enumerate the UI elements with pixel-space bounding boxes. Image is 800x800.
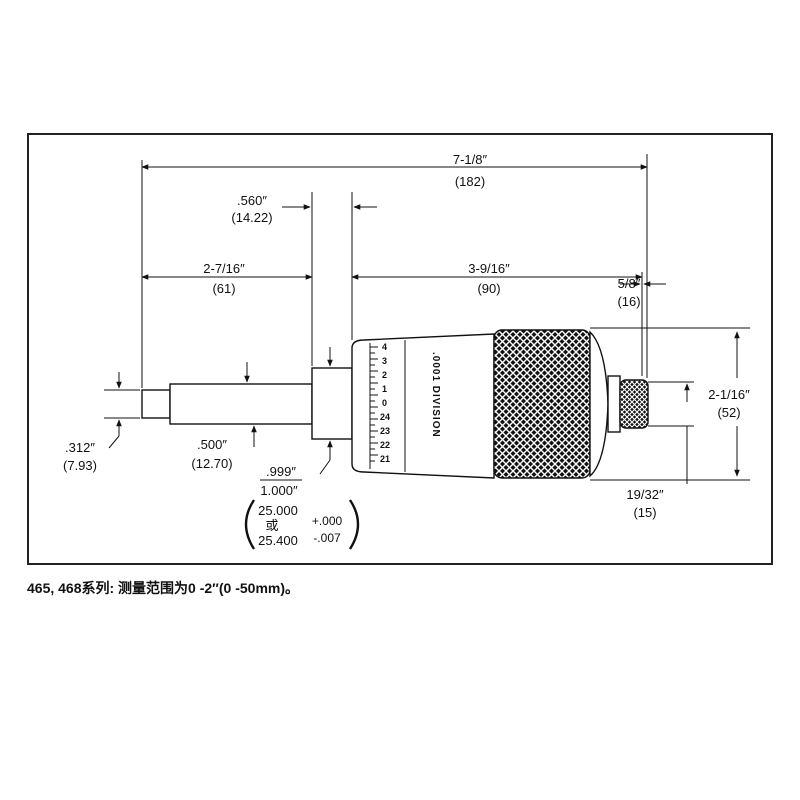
scale-label: 4: [382, 342, 387, 352]
extension-lines: [104, 154, 750, 481]
stem-mm-upper: 25.000: [258, 503, 298, 518]
thimble-length-in: 3-9/16″: [468, 261, 510, 276]
ratchet-length-mm: (16): [617, 294, 640, 309]
tolerance-minus: -.007: [313, 531, 341, 545]
knurled-thimble: [493, 329, 591, 479]
scale-label: 2: [382, 370, 387, 380]
division-label: .0001 DIVISION: [430, 352, 441, 438]
stem-tolerance: 25.000 或 25.400 +.000 -.007: [244, 499, 360, 550]
ratchet-diameter-mm: (15): [633, 505, 656, 520]
collar-width-in: .560″: [237, 193, 267, 208]
spindle-diameter-mm: (7.93): [63, 458, 97, 473]
ratchet-diameter-in: 19/32″: [626, 487, 664, 502]
micrometer-head-drawing: 4 3 2 1 0 24 23 22 21 .0001 DIVISION: [63, 152, 750, 550]
spindle-length-mm: (61): [212, 281, 235, 296]
stem-diameter-upper: .999″: [266, 464, 296, 479]
scale-label: 22: [380, 440, 390, 450]
barrel-diameter-in: .500″: [197, 437, 227, 452]
barrel-diameter-mm: (12.70): [191, 456, 232, 471]
stem-diameter-lower: 1.000″: [260, 483, 298, 498]
ratchet-length-in: 5/8″: [618, 276, 641, 291]
thimble-diameter-in: 2-1/16″: [708, 387, 750, 402]
scale-label: 1: [382, 384, 387, 394]
drawing-frame: 4 3 2 1 0 24 23 22 21 .0001 DIVISION: [27, 133, 773, 565]
thimble-scale: 4 3 2 1 0 24 23 22 21: [380, 342, 390, 464]
ratchet-knob: [619, 379, 649, 429]
thimble-length-mm: (90): [477, 281, 500, 296]
spindle-length-in: 2-7/16″: [203, 261, 245, 276]
scale-label: 23: [380, 426, 390, 436]
collar-width-mm: (14.22): [231, 210, 272, 225]
scale-label: 0: [382, 398, 387, 408]
micrometer-body: [141, 329, 649, 479]
thimble-cap: [589, 330, 609, 478]
scale-label: 3: [382, 356, 387, 366]
ratchet-neck: [607, 375, 621, 433]
mounting-stem: [311, 367, 353, 440]
dimension-labels: 7-1/8″ (182) .560″ (14.22) 2-7/16″ (61) …: [63, 152, 750, 520]
stem-mm-lower: 25.400: [258, 533, 298, 548]
overall-length-mm: (182): [455, 174, 485, 189]
barrel: [169, 383, 313, 425]
or-label: 或: [265, 518, 278, 533]
scale-label: 24: [380, 412, 390, 422]
thimble-sleeve: [351, 333, 495, 479]
spindle-diameter-in: .312″: [65, 440, 95, 455]
scale-label: 21: [380, 454, 390, 464]
tolerance-plus: +.000: [312, 514, 343, 528]
spindle: [141, 389, 171, 419]
figure-caption: 465, 468系列: 测量范围为0 -2″(0 -50mm)。: [27, 580, 300, 596]
thimble-diameter-mm: (52): [717, 405, 740, 420]
thimble-graduations: [370, 346, 378, 462]
dimension-lines: [108, 164, 740, 484]
overall-length-in: 7-1/8″: [453, 152, 488, 167]
